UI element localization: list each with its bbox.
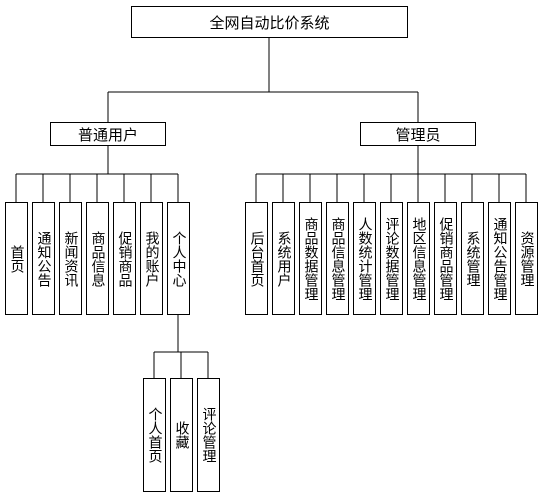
leaf-system-users: 系统用户 xyxy=(272,202,295,315)
leaf-promotions: 促销商品 xyxy=(113,202,136,315)
leaf-favorites: 收藏 xyxy=(170,378,193,492)
leaf-my-account: 我的账户 xyxy=(140,202,163,315)
leaf-news: 新闻资讯 xyxy=(59,202,82,315)
leaf-resource-management: 资源管理 xyxy=(515,202,538,315)
leaf-region-info-management: 地区信息管理 xyxy=(407,202,430,315)
leaf-personal-home: 个人首页 xyxy=(143,378,166,492)
leaf-home: 首页 xyxy=(5,202,28,315)
branch-node-admin: 管理员 xyxy=(360,122,476,146)
leaf-product-info: 商品信息 xyxy=(86,202,109,315)
leaf-notice-management: 通知公告管理 xyxy=(488,202,511,315)
leaf-product-info-management: 商品信息管理 xyxy=(326,202,349,315)
leaf-system-management: 系统管理 xyxy=(461,202,484,315)
root-node: 全网自动比价系统 xyxy=(131,6,408,38)
branch-node-regular-user: 普通用户 xyxy=(50,122,166,146)
leaf-personal-center: 个人中心 xyxy=(167,202,190,315)
leaf-comment-data-management: 评论数据管理 xyxy=(380,202,403,315)
leaf-promotion-management: 促销商品管理 xyxy=(434,202,457,315)
leaf-user-statistics-management: 人数统计管理 xyxy=(353,202,376,315)
leaf-admin-home: 后台首页 xyxy=(245,202,268,315)
leaf-product-data-management: 商品数据管理 xyxy=(299,202,322,315)
leaf-notice: 通知公告 xyxy=(32,202,55,315)
leaf-comment-management: 评论管理 xyxy=(197,378,220,492)
